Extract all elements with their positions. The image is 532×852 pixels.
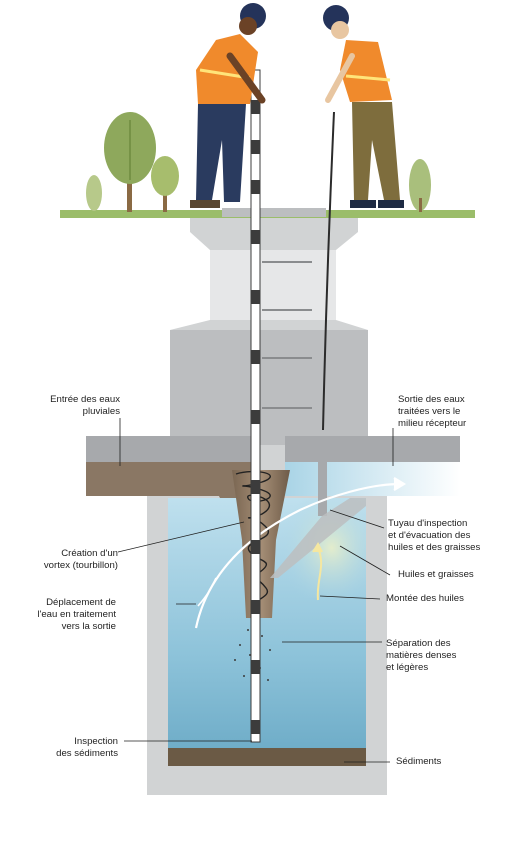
bush-left [86, 175, 102, 211]
vortex-cone [232, 470, 290, 618]
label-oils-greases: Huiles et graisses [398, 569, 474, 580]
inlet-pipe [86, 436, 252, 498]
inspection-pipe [270, 436, 366, 578]
manhole-cover-slab [222, 208, 326, 217]
outlet-pipe [285, 436, 460, 496]
inner-flow-arrow [197, 577, 217, 607]
bush-right [409, 159, 431, 212]
label-separation: Séparation des matières denses et légère… [386, 638, 457, 673]
ladder-rungs [262, 261, 312, 409]
inspection-hose [322, 111, 335, 431]
leader-lines [117, 418, 394, 763]
label-outlet: Sortie des eaux traitées vers le milieu … [398, 394, 467, 429]
label-vortex: Création d'un vortex (tourbillon) [43, 548, 118, 571]
label-oil-rise: Montée des huiles [386, 593, 464, 604]
ground-scene [60, 112, 475, 218]
label-sediment-inspection: Inspection des sédiments [56, 736, 118, 759]
label-sediments: Sédiments [396, 756, 442, 767]
measuring-rod [250, 69, 261, 743]
label-water-movement: Déplacement de l'eau en traitement vers … [37, 597, 116, 632]
worker-right [323, 5, 404, 208]
flow-arrows [194, 477, 407, 629]
worker-left [190, 3, 266, 208]
sediment-layer [168, 748, 366, 766]
tree-small [151, 156, 179, 212]
tree-large [104, 112, 156, 212]
label-inlet: Entrée des eaux pluviales [50, 394, 120, 417]
oil-rise-arrow [312, 541, 323, 601]
label-inspection-pipe: Tuyau d'inspection et d'évacuation des h… [388, 518, 481, 553]
